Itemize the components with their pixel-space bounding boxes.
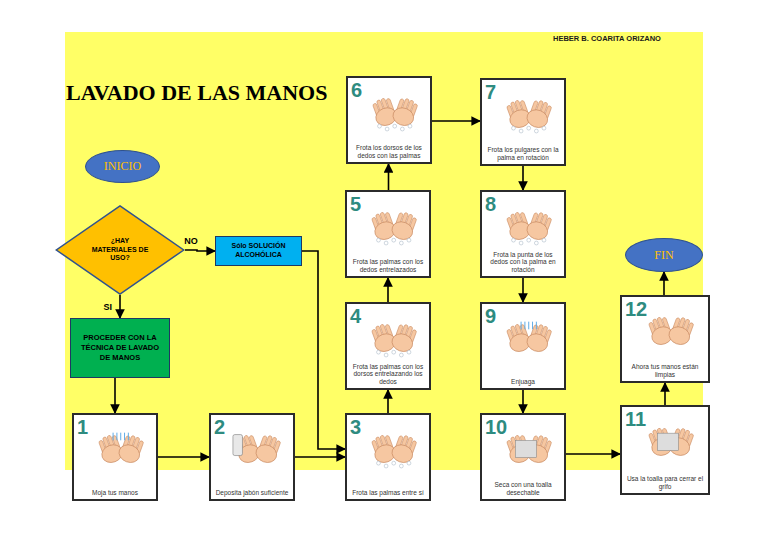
node-text: INICIO: [104, 159, 141, 174]
flow-arrow: [522, 278, 524, 302]
step-card: 4Frota las palmas con los dorsos entrela…: [345, 302, 431, 390]
process-box: PROCEDER CON LA TÉCNICA DE LAVADO DE MAN…: [70, 318, 170, 378]
step-caption: Ahora tus manos están limpias: [625, 363, 705, 378]
step-card: 6Frota los dorsos de los dedos con las p…: [346, 76, 432, 164]
node-text: Sólo SOLUCIÓN ALCOHÓLICA: [220, 242, 297, 260]
step-caption: Frota la punta de los dedos con la palma…: [485, 251, 561, 273]
step-number: 1: [77, 417, 88, 437]
step-number: 11: [625, 409, 646, 429]
step-number: 12: [625, 299, 647, 319]
flow-arrow: [522, 390, 524, 413]
step-card: 8Frota la punta de los dedos con la palm…: [480, 190, 566, 278]
step-number: 3: [350, 417, 361, 437]
author-label: HEBER B. COARITA ORIZANO: [553, 34, 661, 43]
flow-arrow: [388, 164, 390, 190]
step-caption: Frota los pulgares con la palma en rotac…: [485, 146, 561, 161]
flow-arrow: [158, 456, 209, 458]
flow-arrow: [302, 251, 345, 449]
step-number: 6: [351, 80, 362, 100]
step-caption: Frota las palmas con los dedos entrelaza…: [350, 258, 426, 273]
step-card: 9Enjuaga: [480, 302, 566, 390]
step-caption: Frota los dorsos de los dedos con las pa…: [351, 144, 427, 159]
node-text: PROCEDER CON LA TÉCNICA DE LAVADO DE MAN…: [77, 333, 163, 362]
flow-arrow: [295, 456, 345, 458]
step-card: 10Seca con una toalla desechable: [480, 413, 566, 501]
flow-arrow: [114, 378, 116, 413]
edge-label: NO: [182, 236, 200, 246]
step-number: 10: [485, 417, 507, 437]
flow-arrow: [185, 250, 215, 251]
node-text: FIN: [654, 248, 673, 263]
flow-arrow: [432, 120, 480, 122]
step-caption: Frota las palmas con los dorsos entrelaz…: [350, 363, 426, 385]
terminal-oval: FIN: [625, 238, 703, 272]
flow-arrow: [664, 383, 666, 405]
step-number: 9: [485, 306, 496, 326]
flow-arrow: [119, 295, 121, 318]
step-card: 7Frota los pulgares con la palma en rota…: [480, 78, 566, 166]
step-card: 1Moja tus manos: [72, 413, 158, 501]
flow-arrow: [387, 390, 389, 413]
step-caption: Deposita jabón suficiente: [214, 489, 290, 496]
step-caption: Seca con una toalla desechable: [485, 481, 561, 496]
terminal-oval: INICIO: [85, 150, 160, 183]
decision-diamond: ¿HAY MATERIALES DE USO?: [55, 205, 185, 295]
step-number: 5: [350, 194, 361, 214]
step-card: 5Frota las palmas con los dedos entrelaz…: [345, 190, 431, 278]
step-card: 3Frota las palmas entre sí: [345, 413, 431, 501]
step-caption: Enjuaga: [485, 378, 561, 385]
flow-arrow: [387, 278, 389, 302]
step-card: 2Deposita jabón suficiente: [209, 413, 295, 501]
node-text: ¿HAY MATERIALES DE USO?: [55, 237, 185, 263]
step-card: 12Ahora tus manos están limpias: [620, 295, 710, 383]
step-number: 8: [485, 194, 496, 214]
process-box: Sólo SOLUCIÓN ALCOHÓLICA: [215, 236, 302, 266]
step-number: 7: [485, 82, 496, 102]
step-caption: Usa la toalla para cerrar el grifo: [625, 475, 705, 490]
step-caption: Frota las palmas entre sí: [350, 489, 426, 496]
flow-arrow: [566, 453, 620, 455]
step-number: 2: [214, 417, 225, 437]
edge-label: SI: [101, 302, 114, 312]
step-card: 11Usa la toalla para cerrar el grifo: [620, 405, 710, 495]
flow-arrow: [663, 272, 665, 295]
diagram-title: LAVADO DE LAS MANOS: [66, 80, 327, 106]
step-number: 4: [350, 306, 361, 326]
flow-arrow: [522, 166, 524, 190]
step-caption: Moja tus manos: [77, 489, 153, 496]
